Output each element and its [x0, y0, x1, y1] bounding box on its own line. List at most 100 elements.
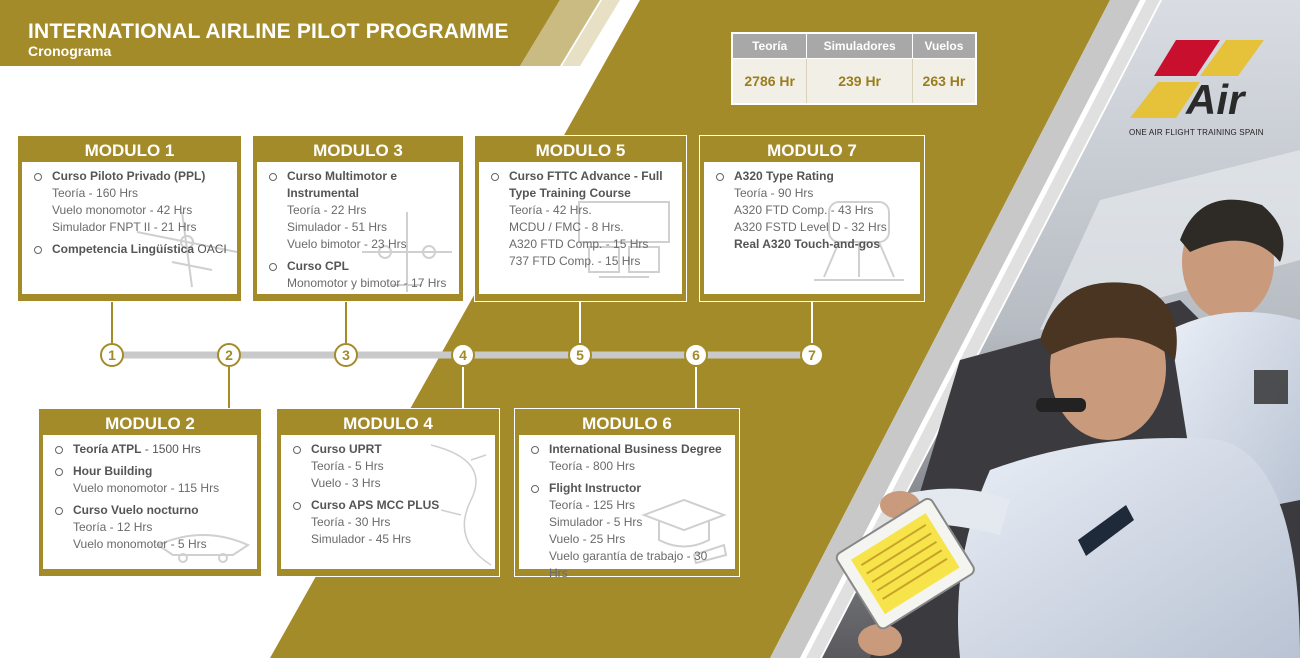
- module-2-item: Vuelo monomotor - 5 Hrs: [73, 537, 207, 551]
- module-7-body: A320 Type Rating Teoría - 90 Hrs A320 FT…: [704, 162, 920, 294]
- timeline-step-7: 7: [800, 343, 824, 367]
- stats-value-teoria: 2786 Hr: [733, 57, 808, 103]
- timeline-step-3: 3: [334, 343, 358, 367]
- timeline-step-1: 1: [100, 343, 124, 367]
- module-5-item: A320 FTD Comp. - 15 Hrs: [509, 237, 649, 251]
- module-6-item: Teoría - 800 Hrs: [549, 459, 636, 473]
- module-3-item: Monomotor y bimotor - 17 Hrs: [287, 276, 447, 290]
- graduation-cap-watermark-icon: [641, 498, 728, 565]
- module-2-group-2: Hour Building Vuelo monomotor - 115 Hrs: [53, 463, 251, 497]
- flight-path-watermark-icon: [430, 444, 492, 566]
- module-1-card: MODULO 1 Curso Piloto Privado (PPL) Teor…: [17, 135, 242, 302]
- module-4-item: Vuelo - 3 Hrs: [311, 476, 381, 490]
- module-7-group-1: A320 Type Rating Teoría - 90 Hrs A320 FT…: [714, 168, 914, 253]
- module-4-group-2: Curso APS MCC PLUS Teoría - 30 Hrs Simul…: [291, 497, 489, 548]
- module-1-item: Vuelo monomotor - 42 Hrs: [52, 203, 193, 217]
- module-3-item: Teoría - 22 Hrs: [287, 203, 367, 217]
- hours-summary-table: Teoría Simuladores Vuelos 2786 Hr 239 Hr…: [731, 32, 977, 105]
- module-6-title: MODULO 6: [582, 414, 672, 433]
- module-4-group-2-title: Curso APS MCC PLUS: [291, 497, 489, 514]
- module-6-group-2: Flight Instructor Teoría - 125 Hrs Simul…: [529, 480, 729, 582]
- module-3-card: MODULO 3 Curso Multimotor e Instrumental…: [252, 135, 464, 302]
- timeline-step-5: 5: [568, 343, 592, 367]
- module-3-group-1: Curso Multimotor e Instrumental Teoría -…: [267, 168, 453, 253]
- module-1-body: Curso Piloto Privado (PPL) Teoría - 160 …: [22, 162, 238, 294]
- module-4-card: MODULO 4 Curso UPRT Teoría - 5 Hrs Vuelo…: [276, 408, 500, 577]
- module-6-item: Vuelo garantía de trabajo - 30 Hrs: [549, 549, 708, 580]
- module-3-body: Curso Multimotor e Instrumental Teoría -…: [257, 162, 459, 294]
- plane-watermark-icon: [136, 211, 238, 288]
- module-6-item: Vuelo - 25 Hrs: [549, 532, 626, 546]
- module-6-group-1: International Business Degree Teoría - 8…: [529, 441, 729, 475]
- module-1-group-2: Competencia Lingüística OACI: [32, 241, 231, 258]
- module-7-card: MODULO 7 A320 Type Rating Teoría - 90 Hr…: [699, 135, 925, 302]
- module-3-item: Vuelo bimotor - 23 Hrs: [287, 237, 407, 251]
- module-2-group-3: Curso Vuelo nocturno Teoría - 12 Hrs Vue…: [53, 502, 251, 553]
- module-4-body: Curso UPRT Teoría - 5 Hrs Vuelo - 3 Hrs …: [281, 435, 495, 569]
- stats-value-simuladores: 239 Hr: [806, 57, 913, 103]
- module-2-group-2-title: Hour Building: [53, 463, 251, 480]
- simulator-watermark-icon: [814, 201, 904, 281]
- module-1-group-2-title: Competencia Lingüística OACI: [32, 241, 231, 258]
- module-2-group-1-title-text: Teoría ATPL: [73, 442, 142, 456]
- module-5-item: Teoría - 42 Hrs.: [509, 203, 592, 217]
- logo-tagline: ONE AIR FLIGHT TRAINING SPAIN: [1129, 128, 1264, 137]
- logo-brand: Air: [1186, 76, 1245, 123]
- module-2-group-1-title-suffix: - 1500 Hrs: [141, 442, 201, 456]
- module-6-group-2-title: Flight Instructor: [529, 480, 729, 497]
- module-4-group-1-title: Curso UPRT: [291, 441, 489, 458]
- module-1-item: Teoría - 160 Hrs: [52, 186, 139, 200]
- module-5-card: MODULO 5 Curso FTTC Advance - Full Type …: [474, 135, 687, 302]
- logo-wings-icon: [1130, 40, 1264, 118]
- module-3-group-2: Curso CPL Monomotor y bimotor - 17 Hrs: [267, 258, 453, 292]
- module-4-group-1: Curso UPRT Teoría - 5 Hrs Vuelo - 3 Hrs: [291, 441, 489, 492]
- twin-plane-watermark-icon: [362, 212, 452, 292]
- module-2-body: Teoría ATPL - 1500 Hrs Hour Building Vue…: [43, 435, 257, 569]
- module-1-item: Simulador FNPT II - 21 Hrs: [52, 220, 197, 234]
- title-band: [0, 0, 560, 66]
- module-7-group-1-title: A320 Type Rating: [714, 168, 914, 185]
- module-5-title: MODULO 5: [535, 141, 626, 160]
- module-1-group-1-title: Curso Piloto Privado (PPL): [32, 168, 231, 185]
- page-title: INTERNATIONAL AIRLINE PILOT PROGRAMME: [28, 20, 509, 43]
- stats-value-vuelos: 263 Hr: [912, 57, 975, 103]
- module-5-body: Curso FTTC Advance - Full Type Training …: [479, 162, 682, 294]
- module-1-group-2-title-text: Competencia Lingüística: [52, 242, 195, 256]
- stats-header-teoria: Teoría: [733, 34, 808, 58]
- page-subtitle: Cronograma: [28, 43, 112, 59]
- module-7-item: A320 FSTD Level D - 32 Hrs: [734, 220, 887, 234]
- module-4-item: Teoría - 5 Hrs: [311, 459, 384, 473]
- module-4-item: Teoría - 30 Hrs: [311, 515, 391, 529]
- module-4-title: MODULO 4: [343, 414, 433, 433]
- module-7-item: Teoría - 90 Hrs: [734, 186, 814, 200]
- module-6-group-1-title: International Business Degree: [529, 441, 729, 458]
- module-6-item: Simulador - 5 Hrs: [549, 515, 643, 529]
- module-5-group-1-title: Curso FTTC Advance - Full Type Training …: [489, 168, 676, 202]
- module-4-item: Simulador - 45 Hrs: [311, 532, 412, 546]
- module-5-item: MCDU / FMC - 8 Hrs.: [509, 220, 624, 234]
- module-2-group-1-title: Teoría ATPL - 1500 Hrs: [53, 441, 251, 458]
- module-2-item: Vuelo monomotor - 115 Hrs: [73, 481, 220, 495]
- module-2-group-1: Teoría ATPL - 1500 Hrs: [53, 441, 251, 458]
- module-1-group-1: Curso Piloto Privado (PPL) Teoría - 160 …: [32, 168, 231, 236]
- cockpit-watermark-icon: [578, 201, 670, 278]
- timeline-step-4: 4: [451, 343, 475, 367]
- module-3-group-1-title: Curso Multimotor e Instrumental: [267, 168, 453, 202]
- title-block: INTERNATIONAL AIRLINE PILOT PROGRAMME Cr…: [28, 20, 509, 59]
- timeline-step-6: 6: [684, 343, 708, 367]
- module-2-item: Teoría - 12 Hrs: [73, 520, 153, 534]
- module-7-group-2-title: Real A320 Touch-and-gos: [734, 237, 881, 251]
- module-6-item: Teoría - 125 Hrs: [549, 498, 636, 512]
- module-2-group-3-title: Curso Vuelo nocturno: [53, 502, 251, 519]
- module-5-item: 737 FTD Comp. - 15 Hrs: [509, 254, 641, 268]
- stats-header-vuelos: Vuelos: [912, 34, 975, 58]
- module-3-item: Simulador - 51 Hrs: [287, 220, 388, 234]
- module-6-card: MODULO 6 International Business Degree T…: [514, 408, 740, 580]
- module-3-title: MODULO 3: [313, 141, 403, 160]
- module-5-group-1: Curso FTTC Advance - Full Type Training …: [489, 168, 676, 270]
- stats-header-simuladores: Simuladores: [806, 34, 913, 58]
- module-2-card: MODULO 2 Teoría ATPL - 1500 Hrs Hour Bui…: [38, 408, 262, 577]
- small-plane-watermark-icon: [155, 534, 251, 563]
- module-3-group-2-title: Curso CPL: [267, 258, 453, 275]
- timeline-step-2: 2: [217, 343, 241, 367]
